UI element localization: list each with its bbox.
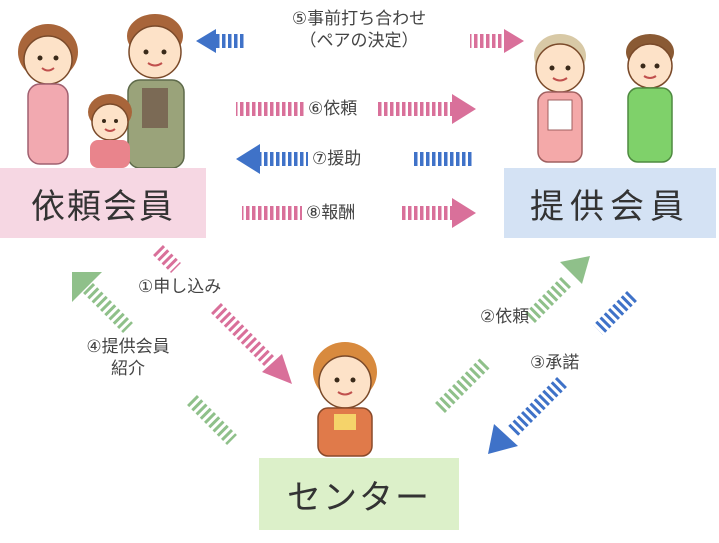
arrow-8-head — [452, 198, 476, 228]
arrow-8-body-left — [242, 206, 302, 220]
arrow-5-right-head — [504, 29, 524, 53]
step-4-line1: ④提供会員 — [86, 337, 170, 357]
requesting-member-label: 依頼会員 — [31, 186, 175, 227]
arrow-2 — [435, 256, 590, 413]
step-3-label: ③承諾 — [530, 353, 580, 373]
step-4-line2: 紹介 — [111, 359, 145, 379]
step-6-label: ⑥依頼 — [308, 99, 358, 119]
arrow-7-body-left — [260, 152, 308, 166]
center-staff-illustration — [313, 342, 377, 457]
family-illustration — [18, 14, 185, 169]
arrow-8-body-right — [400, 206, 454, 220]
arrow-5-right-body — [470, 34, 504, 48]
arrow-7-head — [236, 144, 260, 174]
arrow-7-body-right — [412, 152, 472, 166]
arrow-6-head — [452, 94, 476, 124]
step-5-line1: ⑤事前打ち合わせ — [291, 9, 427, 29]
step-7-label: ⑦援助 — [312, 149, 362, 169]
step-8-label: ⑧報酬 — [306, 203, 356, 223]
requesting-member-box: 依頼会員 — [0, 168, 206, 238]
step-5-line2: （ペアの決定） — [299, 31, 419, 51]
providers-illustration — [534, 34, 674, 163]
arrow-1 — [153, 245, 292, 384]
arrow-3 — [488, 291, 637, 454]
step-2-label: ②依頼 — [480, 307, 530, 327]
arrow-5-left-head — [196, 29, 216, 53]
arrow-6-body-right — [376, 102, 454, 116]
step-4-label: ④提供会員 紹介 — [72, 336, 184, 380]
center-box: センター — [259, 458, 459, 530]
arrow-4 — [72, 272, 237, 445]
arrow-5-left-body — [214, 34, 244, 48]
providing-member-label: 提供会員 — [530, 186, 690, 227]
step-5-label: ⑤事前打ち合わせ （ペアの決定） — [250, 8, 468, 52]
center-label: センター — [287, 477, 431, 518]
step-1-label: ①申し込み — [138, 277, 222, 297]
arrow-6-body-left — [236, 102, 304, 116]
providing-member-box: 提供会員 — [504, 168, 716, 238]
